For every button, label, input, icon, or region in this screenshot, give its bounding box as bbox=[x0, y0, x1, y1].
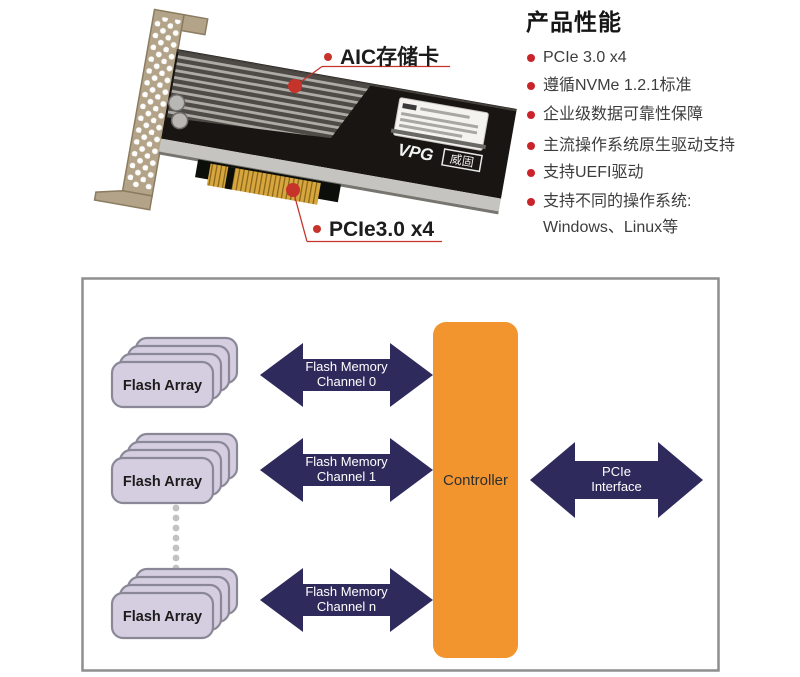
brand-cn-text: 威固 bbox=[449, 152, 475, 170]
bullet-icon bbox=[527, 169, 535, 177]
channel-label-line2: Channel 1 bbox=[317, 469, 376, 484]
bullet-icon bbox=[313, 225, 321, 233]
bullet-icon bbox=[527, 142, 535, 150]
bullet-icon bbox=[527, 111, 535, 119]
channel-label-line1: Flash Memory bbox=[305, 454, 388, 469]
heatsink bbox=[166, 51, 371, 148]
channel-label-line2: Channel 0 bbox=[317, 374, 376, 389]
feature-text: 遵循NVMe 1.2.1标准 bbox=[543, 77, 692, 94]
features-panel: 产品性能 PCIe 3.0 x4 遵循NVMe 1.2.1标准 企业级数据可靠性… bbox=[524, 0, 796, 262]
pcie-label-line1: PCIe bbox=[602, 464, 631, 479]
feature-text: 支持UEFI驱动 bbox=[543, 164, 644, 181]
feature-text: 主流操作系统原生驱动支持 bbox=[543, 137, 736, 154]
feature-text: 企业级数据可靠性保障 bbox=[543, 106, 704, 123]
channel-arrow-n: Flash Memory Channel n bbox=[260, 568, 433, 632]
callout-slot: PCIe3.0 x4 bbox=[286, 183, 442, 243]
product-label bbox=[390, 97, 489, 151]
feature-item: 支持不同的操作系统: bbox=[524, 190, 796, 214]
bullet-icon bbox=[527, 82, 535, 90]
pcie-bracket bbox=[93, 8, 209, 211]
feature-item: 遵循NVMe 1.2.1标准 bbox=[524, 74, 796, 98]
flash-array-stack-1: Flash Array bbox=[110, 336, 239, 409]
product-photo: VPG 威固 AIC存储卡 PCIe3.0 x4 bbox=[93, 8, 517, 243]
feature-item: 企业级数据可靠性保障 bbox=[524, 103, 796, 127]
controller-block: Controller bbox=[433, 322, 518, 658]
bullet-icon bbox=[527, 198, 535, 206]
feature-item-continuation: Windows、Linux等 bbox=[524, 216, 796, 240]
flash-array-label: Flash Array bbox=[123, 609, 202, 625]
feature-text: PCIe 3.0 x4 bbox=[543, 49, 627, 66]
flash-array-label: Flash Array bbox=[123, 378, 202, 394]
flash-array-stack-2: Flash Array bbox=[110, 432, 239, 505]
feature-text: Windows、Linux等 bbox=[543, 219, 679, 236]
pcie-interface-arrow: PCIe Interface bbox=[530, 442, 703, 518]
bullet-icon bbox=[527, 54, 535, 62]
flash-array-label: Flash Array bbox=[123, 474, 202, 490]
card-edge bbox=[158, 138, 501, 212]
feature-item: 支持UEFI驱动 bbox=[524, 161, 796, 185]
pcie-label-line2: Interface bbox=[591, 479, 642, 494]
callout-card-label: AIC存储卡 bbox=[340, 45, 439, 69]
feature-item: PCIe 3.0 x4 bbox=[524, 46, 796, 70]
flash-array-stack-3: Flash Array bbox=[110, 567, 239, 640]
channel-label-line2: Channel n bbox=[317, 599, 376, 614]
channel-arrow-1: Flash Memory Channel 1 bbox=[260, 438, 433, 502]
bullet-icon bbox=[324, 53, 332, 61]
aic-card-illustration: VPG 威固 bbox=[93, 8, 517, 215]
channel-label-line1: Flash Memory bbox=[305, 584, 388, 599]
architecture-diagram: Flash Array Flash Array Flash Array bbox=[81, 277, 720, 672]
channel-label-line1: Flash Memory bbox=[305, 359, 388, 374]
channel-arrow-0: Flash Memory Channel 0 bbox=[260, 343, 433, 407]
capacitor bbox=[167, 94, 186, 112]
feature-text: 支持不同的操作系统: bbox=[543, 193, 692, 210]
callout-slot-label: PCIe3.0 x4 bbox=[329, 218, 434, 241]
callout-card: AIC存储卡 bbox=[288, 45, 450, 93]
feature-item: 主流操作系统原生驱动支持 bbox=[524, 134, 796, 158]
controller-label: Controller bbox=[443, 472, 508, 489]
brand-logo: VPG 威固 bbox=[396, 140, 484, 173]
features-title: 产品性能 bbox=[526, 9, 622, 35]
capacitor bbox=[170, 111, 189, 130]
